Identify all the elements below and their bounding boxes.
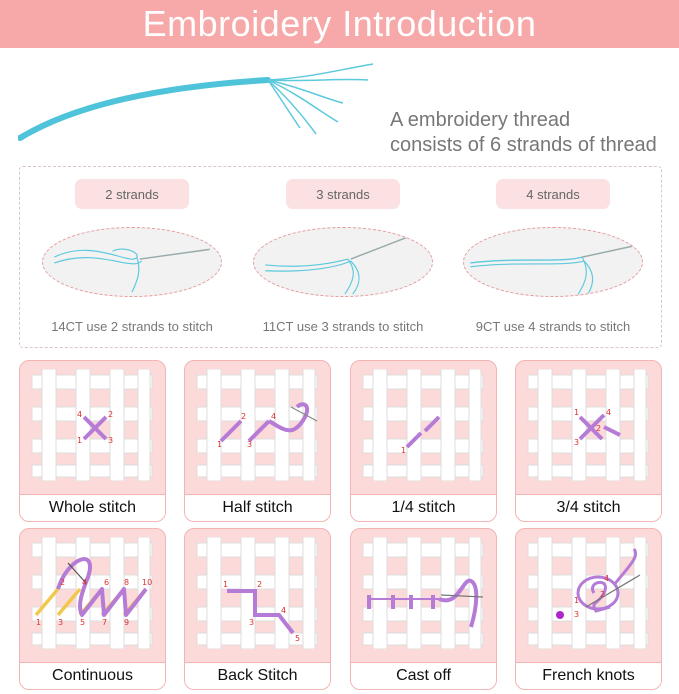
stitch-mark: 3	[58, 618, 63, 627]
stitch-card-quarter: 1 1/4 stitch	[350, 360, 497, 522]
stitch-mark: 1	[217, 440, 222, 449]
back-stitch-diagram: 1 2 3 4 5	[196, 537, 318, 649]
strand-note: 9CT use 4 strands to stitch	[475, 319, 631, 334]
thread-caption: A embroidery thread consists of 6 strand…	[390, 108, 675, 158]
stitch-mark: 7	[102, 618, 107, 627]
stitch-mark: 3	[108, 436, 113, 445]
page-title: Embroidery Introduction	[142, 3, 537, 44]
strand-option-4: 4 strands 9CT use 4 strands to stitch	[448, 179, 658, 339]
stitch-mark: 2	[241, 412, 246, 421]
title-banner: Embroidery Introduction	[0, 0, 679, 48]
stitch-card-continuous: 2 4 6 8 10 1 3 5 7 9 Continuous	[19, 528, 166, 690]
stitch-mark: 2	[60, 578, 65, 587]
stitch-mark: 1	[574, 408, 579, 417]
thread-illustration	[18, 63, 374, 141]
thread-caption-line2: consists of 6 strands of thread	[390, 134, 657, 156]
stitch-mark: 8	[124, 578, 129, 587]
strand-option-2: 2 strands 14CT use 2 strands to stitch	[27, 179, 237, 339]
stitch-mark: 3	[574, 610, 579, 619]
stitch-label: 3/4 stitch	[516, 494, 661, 521]
needle-thread-image	[253, 227, 433, 297]
stitch-mark: 4	[604, 574, 609, 583]
stitch-label: French knots	[516, 662, 661, 689]
strand-note: 14CT use 2 strands to stitch	[51, 319, 213, 334]
stitch-mark: 1	[401, 446, 406, 455]
french-knots-diagram: 1 2 3 4	[527, 537, 649, 649]
stitch-card-whole: 4 2 1 3 Whole stitch	[19, 360, 166, 522]
stitch-card-french-knots: 1 2 3 4 French knots	[515, 528, 662, 690]
stitch-card-back: 1 2 3 4 5 Back Stitch	[184, 528, 331, 690]
stitch-mark: 10	[142, 578, 152, 587]
strands-panel: 2 strands 14CT use 2 strands to stitch 3…	[19, 166, 662, 348]
thread-caption-line1: A embroidery thread	[390, 109, 571, 131]
stitch-mark: 1	[574, 596, 579, 605]
stitch-card-three-quarter: 1 4 2 3 3/4 stitch	[515, 360, 662, 522]
strand-option-3: 3 strands 11CT use 3 strands to stitch	[238, 179, 448, 339]
stitch-mark: 3	[247, 440, 252, 449]
stitch-label: Continuous	[20, 662, 165, 689]
stitch-mark: 4	[606, 408, 611, 417]
three-quarter-stitch-diagram: 1 4 2 3	[527, 369, 649, 481]
stitch-mark: 2	[600, 590, 605, 599]
needle-thread-image	[42, 227, 222, 297]
stitch-label: 1/4 stitch	[351, 494, 496, 521]
stitch-mark: 4	[77, 410, 82, 419]
stitch-card-half: 1 2 3 4 Half stitch	[184, 360, 331, 522]
stitch-mark: 5	[80, 618, 85, 627]
stitch-mark: 3	[249, 618, 254, 627]
stitch-mark: 1	[36, 618, 41, 627]
quarter-stitch-diagram: 1	[362, 369, 484, 481]
stitch-label: Half stitch	[185, 494, 330, 521]
needle-thread-image	[463, 227, 643, 297]
stitch-mark: 1	[77, 436, 82, 445]
stitch-label: Whole stitch	[20, 494, 165, 521]
stitch-mark: 4	[82, 578, 87, 587]
strand-pill: 3 strands	[286, 179, 400, 209]
strand-pill: 4 strands	[496, 179, 610, 209]
stitch-mark: 1	[223, 580, 228, 589]
stitch-mark: 2	[108, 410, 113, 419]
stitch-label: Back Stitch	[185, 662, 330, 689]
strand-pill: 2 strands	[75, 179, 189, 209]
strand-note: 11CT use 3 strands to stitch	[262, 319, 424, 334]
stitch-mark: 2	[257, 580, 262, 589]
stitch-mark: 9	[124, 618, 129, 627]
stitch-mark: 5	[295, 634, 300, 643]
cast-off-diagram	[362, 537, 484, 649]
stitch-mark: 3	[574, 438, 579, 447]
stitch-mark: 4	[281, 606, 286, 615]
continuous-stitch-diagram: 2 4 6 8 10 1 3 5 7 9	[31, 537, 153, 649]
stitch-mark: 6	[104, 578, 109, 587]
stitch-label: Cast off	[351, 662, 496, 689]
stitch-mark: 4	[271, 412, 276, 421]
whole-stitch-diagram: 4 2 1 3	[31, 369, 153, 481]
half-stitch-diagram: 1 2 3 4	[196, 369, 318, 481]
stitch-mark: 2	[596, 424, 601, 433]
stitch-card-cast-off: Cast off	[350, 528, 497, 690]
